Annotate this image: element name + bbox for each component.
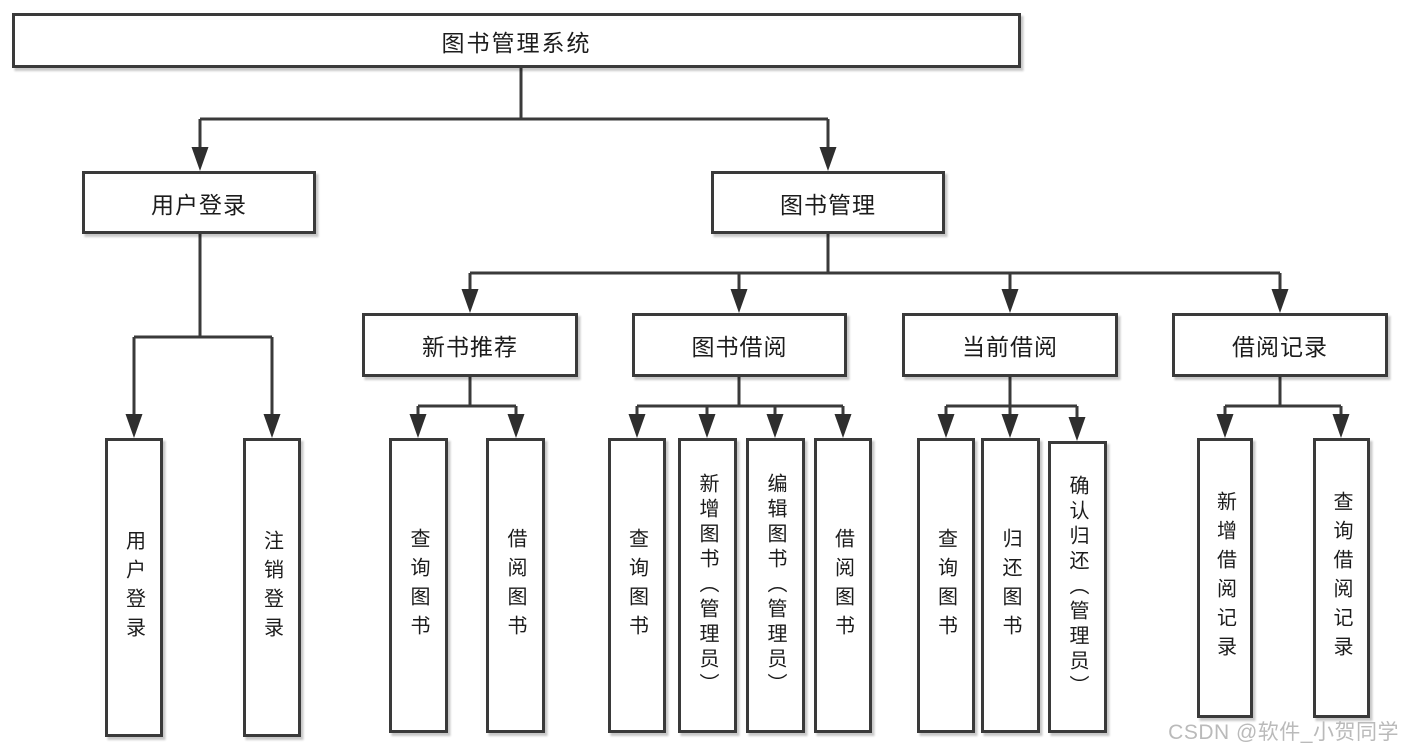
node-add-borrow-record: 新增借阅记录	[1197, 438, 1253, 718]
node-library-management-system: 图书管理系统	[12, 13, 1021, 68]
node-query-books-recommend: 查询图书	[389, 438, 448, 733]
node-borrowing-records: 借阅记录	[1172, 313, 1388, 377]
node-query-books-current: 查询图书	[917, 438, 975, 733]
node-edit-book-admin: 编辑图书（管理员）	[746, 438, 805, 733]
node-query-borrow-record: 查询借阅记录	[1313, 438, 1370, 718]
node-new-book-recommendation: 新书推荐	[362, 313, 578, 377]
node-current-borrowing: 当前借阅	[902, 313, 1118, 377]
node-borrow-books-recommend: 借阅图书	[486, 438, 545, 733]
node-user-login-branch: 用户登录	[82, 171, 316, 234]
watermark: CSDN @软件_小贺同学	[1168, 721, 1399, 744]
node-borrow-books-borrowing: 借阅图书	[814, 438, 872, 733]
node-query-books-borrowing: 查询图书	[608, 438, 666, 733]
node-return-books: 归还图书	[981, 438, 1040, 733]
node-user-login-leaf: 用户登录	[105, 438, 163, 737]
node-logout-leaf: 注销登录	[243, 438, 301, 737]
node-add-book-admin: 新增图书（管理员）	[678, 438, 737, 733]
node-confirm-return-admin: 确认归还（管理员）	[1048, 441, 1107, 733]
node-book-borrowing: 图书借阅	[632, 313, 847, 377]
node-book-management-branch: 图书管理	[711, 171, 945, 234]
